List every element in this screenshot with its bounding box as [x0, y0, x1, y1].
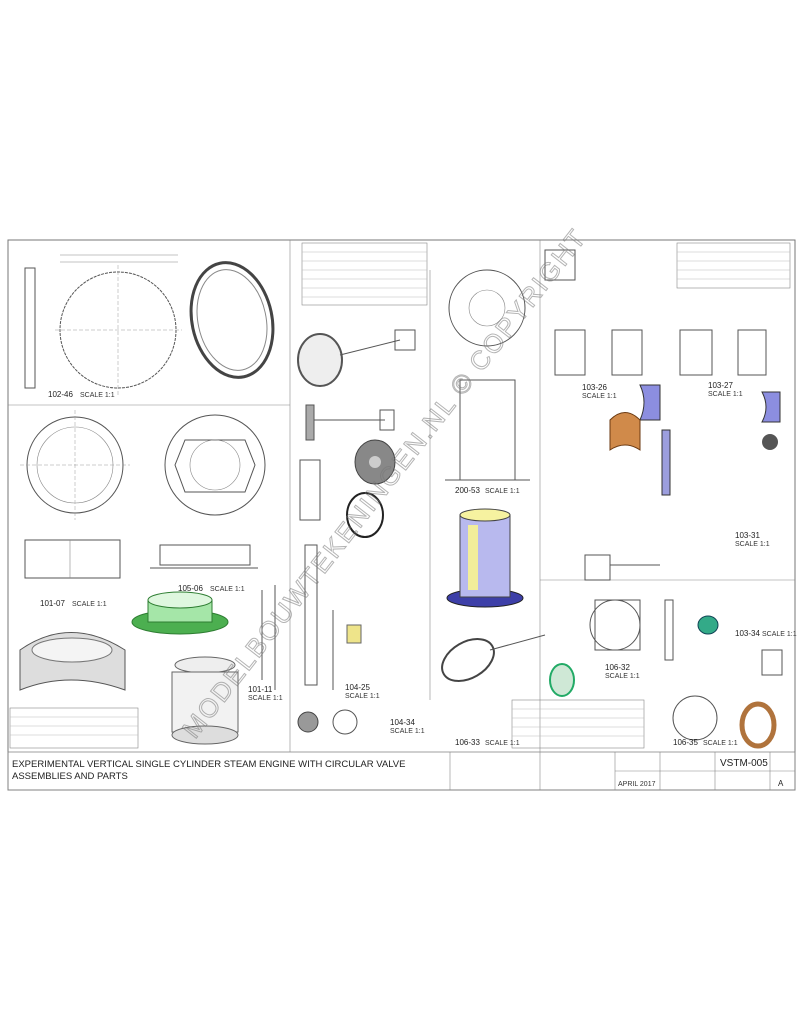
- part-101-07-views: [20, 410, 266, 579]
- svg-text:SCALE 1:1: SCALE 1:1: [762, 631, 797, 638]
- drawing-title-line2: ASSEMBLIES AND PARTS: [12, 771, 128, 782]
- svg-text:SCALE 1:1: SCALE 1:1: [72, 601, 107, 608]
- part-label: 104-34: [390, 718, 415, 727]
- svg-text:SCALE 1:1: SCALE 1:1: [485, 488, 520, 495]
- parts-list-tables: [9, 242, 791, 749]
- part-label: 103-26: [582, 383, 607, 392]
- part-label: 106-32: [605, 663, 630, 672]
- part-piston-rod-assembly: [261, 329, 416, 735]
- part-label: 106-35: [673, 738, 698, 747]
- part-3d-valve-assembly: [171, 656, 239, 745]
- svg-text:SCALE 1:1: SCALE 1:1: [248, 695, 283, 702]
- svg-text:SCALE 1:1: SCALE 1:1: [703, 740, 738, 747]
- part-label: 104-25: [345, 683, 370, 692]
- svg-text:SCALE 1:1: SCALE 1:1: [605, 673, 640, 680]
- part-3d-split-ring: [19, 632, 126, 691]
- part-label: 103-34: [735, 629, 760, 638]
- svg-text:SCALE 1:1: SCALE 1:1: [735, 541, 770, 548]
- svg-text:SCALE 1:1: SCALE 1:1: [582, 393, 617, 400]
- part-200-53-cylinder: [441, 269, 546, 682]
- svg-text:SCALE 1:1: SCALE 1:1: [80, 392, 115, 399]
- drawing-number: VSTM-005: [720, 758, 768, 769]
- svg-text:SCALE 1:1: SCALE 1:1: [708, 391, 743, 398]
- svg-text:SCALE 1:1: SCALE 1:1: [485, 740, 520, 747]
- svg-text:SCALE 1:1: SCALE 1:1: [345, 693, 380, 700]
- part-label: 105-06: [178, 584, 203, 593]
- drawing-title-line1: EXPERIMENTAL VERTICAL SINGLE CYLINDER ST…: [12, 759, 405, 770]
- title-block: EXPERIMENTAL VERTICAL SINGLE CYLINDER ST…: [7, 751, 796, 791]
- part-3d-green-flange: [131, 591, 229, 635]
- part-label: 103-31: [735, 531, 760, 540]
- part-label: 103-27: [708, 381, 733, 390]
- sheet-border: [7, 239, 796, 791]
- part-label: 200-53: [455, 486, 480, 495]
- part-label: 101-11: [248, 685, 273, 694]
- svg-text:SCALE 1:1: SCALE 1:1: [390, 728, 425, 735]
- part-label: 101-07: [40, 599, 65, 608]
- part-label: 106-33: [455, 738, 480, 747]
- part-label: 102-46: [48, 390, 73, 399]
- part-valve-blocks: [544, 249, 781, 581]
- part-lower-right-valves: [549, 599, 783, 749]
- svg-text:SCALE 1:1: SCALE 1:1: [210, 586, 245, 593]
- drawing-date: APRIL 2017: [618, 781, 656, 788]
- revision-letter: A: [778, 779, 784, 788]
- part-102-46: [24, 254, 275, 395]
